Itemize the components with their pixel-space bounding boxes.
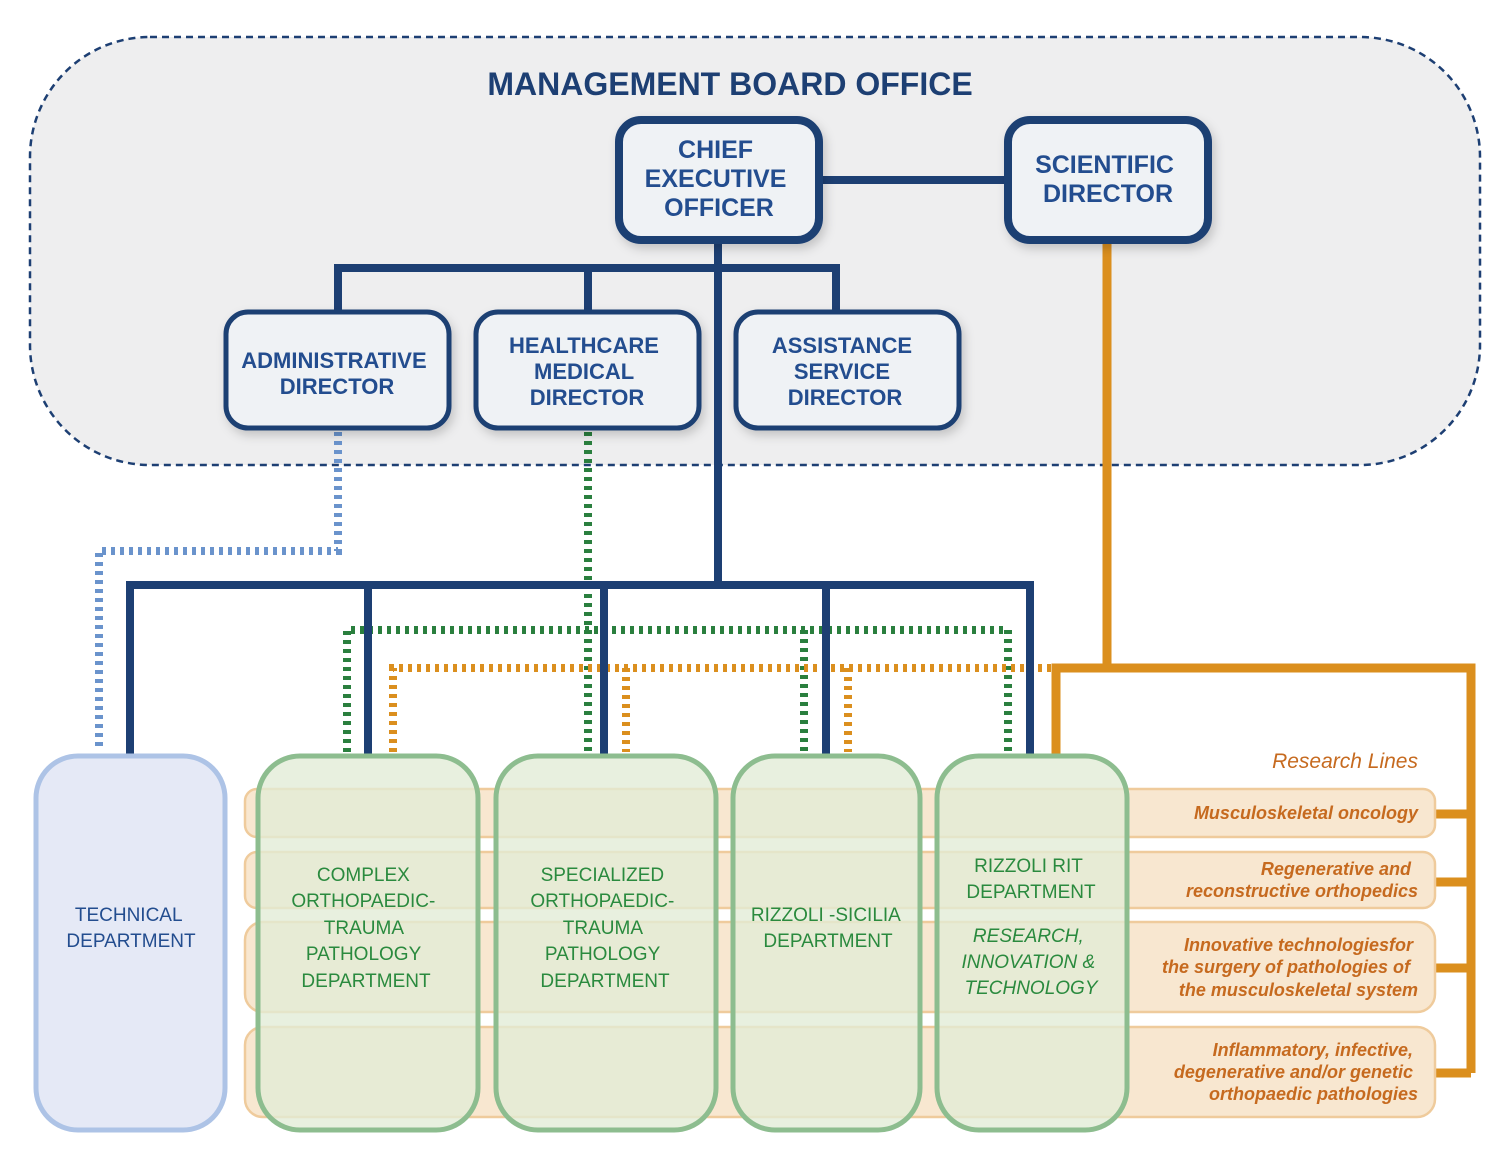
department-specialized-box[interactable]: SPECIALIZED ORTHOPAEDIC- TRAUMA PATHOLOG…: [493, 753, 719, 1133]
department-line: COMPLEX: [317, 865, 410, 886]
svg-text:RIZZOLI RIT DEPARTMENT: RIZZOLI RIT DEPARTMENT: [966, 856, 1096, 903]
director-line: DIRECTOR: [280, 374, 395, 399]
director-line: ADMINISTRATIVE: [241, 348, 426, 373]
director-line: ASSISTANCE: [772, 333, 912, 358]
svg-text:ADMINISTRATIVE DIRECTOR: ADMINISTRATIVE DIRECTOR: [241, 348, 433, 399]
ceo-line: CHIEF: [678, 136, 753, 164]
department-line: DEPARTMENT: [540, 971, 670, 992]
assistance-service-director-box[interactable]: ASSISTANCE SERVICE DIRECTOR: [733, 309, 962, 431]
department-line: TRAUMA: [324, 918, 405, 939]
healthcare-dotted-connectors: [343, 432, 1012, 752]
department-subtitle-line: RESEARCH,: [973, 926, 1084, 947]
scientific-director-line: DIRECTOR: [1043, 180, 1173, 208]
research-line-item[interactable]: Regenerative and reconstructive orthoped…: [1186, 859, 1418, 901]
svg-text:HEALTHCARE MEDICAL: HEALTHCARE MEDICAL DIRECTOR: [509, 333, 665, 410]
svg-text:RIZZOLI -SICILIA DEPARTM: RIZZOLI -SICILIA DEPARTMENT: [751, 905, 905, 952]
technical-department-line: DEPARTMENT: [66, 931, 196, 952]
admin-technical-dotted-connector: [95, 432, 342, 750]
director-line: DIRECTOR: [530, 385, 645, 410]
director-line: MEDICAL: [534, 359, 634, 384]
department-subtitle-line: INNOVATION &: [961, 952, 1095, 973]
department-subtitle-line: TECHNOLOGY: [964, 978, 1098, 999]
ceo-line: OFFICER: [664, 194, 774, 222]
research-lines-heading: Research Lines: [1272, 750, 1418, 773]
research-line-item[interactable]: Inflammatory, infective, degenerative an…: [1174, 1040, 1418, 1104]
svg-text:COMPLEX ORTHOPAEDIC-: COMPLEX ORTHOPAEDIC- TRAUMA PATHOLOGY DE…: [291, 865, 440, 992]
department-rit-box[interactable]: RIZZOLI RIT DEPARTMENT RESEARCH, INNOVAT…: [934, 753, 1130, 1133]
svg-text:CHIEF EXECUTIVE OF: CHIEF EXECUTIVE OFFICER: [645, 136, 794, 222]
department-line: ORTHOPAEDIC-: [291, 891, 435, 912]
department-line: TRAUMA: [563, 918, 644, 939]
scientific-research-connectors: [1051, 242, 1476, 1078]
department-line: PATHOLOGY: [545, 944, 661, 965]
scientific-director-line: SCIENTIFIC: [1035, 151, 1174, 179]
ceo-directors-connectors: [334, 240, 840, 585]
technical-department-line: TECHNICAL: [75, 905, 182, 926]
scientific-director-box[interactable]: SCIENTIFIC DIRECTOR: [1004, 116, 1212, 244]
scientific-departments-dotted-connectors: [389, 664, 1052, 752]
department-complex-box[interactable]: COMPLEX ORTHOPAEDIC- TRAUMA PATHOLOGY DE…: [255, 753, 481, 1133]
administrative-director-box[interactable]: ADMINISTRATIVE DIRECTOR: [223, 309, 452, 431]
director-line: SERVICE: [794, 359, 890, 384]
svg-text:SCIENTIFIC DIRECTOR: SCIENTIFIC DIRECTOR: [1035, 151, 1181, 208]
svg-text:TECHNICAL DEPARTMENT: TECHNICAL DEPARTMENT: [66, 905, 196, 952]
svg-text:RESEARCH, INNOVATION &: RESEARCH, INNOVATION & TECHNOLOGY: [961, 926, 1100, 999]
research-line-item[interactable]: Musculoskeletal oncology: [1194, 803, 1419, 823]
director-line: DIRECTOR: [788, 385, 903, 410]
ceo-line: EXECUTIVE: [645, 165, 787, 193]
department-line: DEPARTMENT: [966, 882, 1096, 903]
department-line: RIZZOLI -SICILIA: [751, 905, 901, 926]
department-line: PATHOLOGY: [306, 944, 422, 965]
department-line: DEPARTMENT: [301, 971, 431, 992]
healthcare-medical-director-box[interactable]: HEALTHCARE MEDICAL DIRECTOR: [473, 309, 702, 431]
department-line: RIZZOLI RIT: [974, 856, 1083, 877]
ceo-box[interactable]: CHIEF EXECUTIVE OFFICER: [615, 116, 823, 244]
department-line: DEPARTMENT: [763, 931, 893, 952]
department-line: SPECIALIZED: [541, 865, 665, 886]
director-line: HEALTHCARE: [509, 333, 659, 358]
department-sicilia-box[interactable]: RIZZOLI -SICILIA DEPARTMENT: [730, 753, 923, 1133]
technical-department-box[interactable]: TECHNICAL DEPARTMENT: [33, 753, 228, 1133]
department-line: ORTHOPAEDIC-: [530, 891, 674, 912]
svg-text:ASSISTANCE SERVICE: ASSISTANCE SERVICE DIRECTOR: [772, 333, 918, 410]
research-line-item[interactable]: Innovative technologiesfor the surgery o…: [1162, 935, 1418, 1000]
management-board-title: MANAGEMENT BOARD OFFICE: [487, 66, 972, 102]
research-lines-list: Musculoskeletal oncology Regenerative an…: [1162, 803, 1419, 1104]
ceo-departments-connectors: [126, 581, 1034, 755]
svg-text:SPECIALIZED ORTHOPAEDIC-: SPECIALIZED ORTHOPAEDIC- TRAUMA PATHOLOG…: [530, 865, 679, 992]
